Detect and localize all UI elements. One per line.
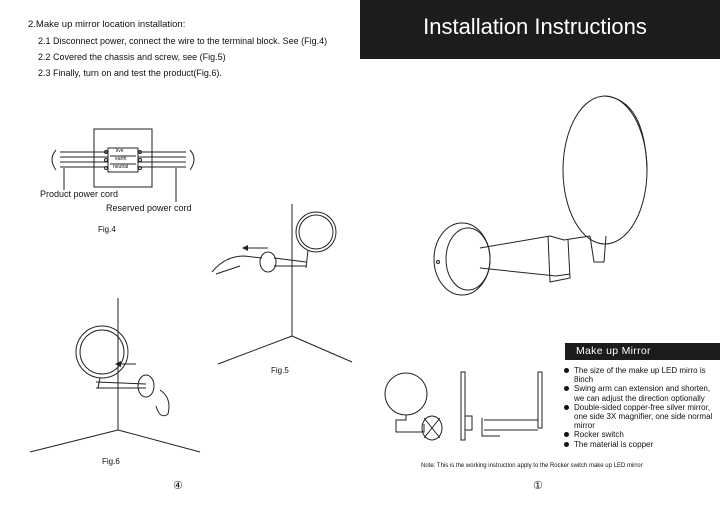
product-cord-label: Product power cord [40, 189, 119, 199]
fig5-drawing [211, 204, 353, 365]
page-number-left: ④ [173, 480, 183, 492]
feature-item: Double-sided copper-free silver mirror, … [563, 403, 720, 431]
step-2-3: 2.3 Finally, turn on and test the produc… [38, 68, 222, 78]
feature-item: The size of the make up LED mirro is 8in… [563, 366, 720, 384]
feature-item: The material is copper [563, 440, 720, 449]
fig4-label: Fig.4 [98, 225, 116, 234]
step-2-2: 2.2 Covered the chassis and screw, see (… [38, 52, 226, 62]
feature-item: Rocker switch [563, 430, 720, 439]
fig4-terminal-diagram [51, 128, 195, 202]
terminal-label-live: live [116, 148, 124, 154]
fig6-label: Fig.6 [102, 457, 120, 466]
makeup-mirror-title: Make up Mirror [576, 345, 651, 357]
install-section-title: 2.Make up mirror location installation: [28, 19, 186, 30]
fig6-drawing [29, 298, 201, 453]
small-mirror-diagrams [384, 371, 543, 441]
fig5-label: Fig.5 [271, 366, 289, 375]
header-title: Installation Instructions [423, 14, 647, 39]
main-mirror-drawing [433, 95, 648, 296]
note-text: Note: This is the working instruction ap… [421, 463, 643, 469]
feature-item: Swing arm can extension and shorten, we … [563, 384, 720, 403]
reserved-cord-label: Reserved power cord [106, 203, 192, 213]
terminal-label-earth: earth [115, 156, 127, 162]
section-bar [565, 343, 720, 360]
terminal-label-neutral: neutral [113, 164, 129, 170]
step-2-1: 2.1 Disconnect power, connect the wire t… [38, 36, 328, 46]
feature-list: The size of the make up LED mirro is 8in… [563, 366, 720, 449]
page-number-right: ① [533, 480, 543, 492]
header-bar [360, 0, 720, 59]
